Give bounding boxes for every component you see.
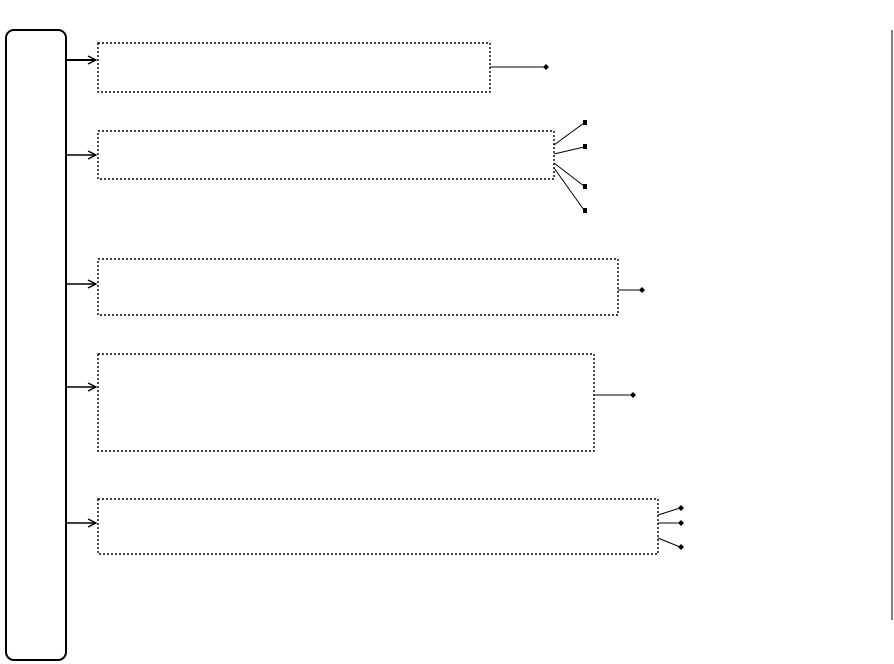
branch-diamond-4-1 — [630, 392, 636, 398]
node-box-2 — [97, 130, 555, 180]
branch-line-5-3 — [657, 537, 681, 548]
branch-diamond-5-2 — [678, 520, 684, 526]
branch-diamond-5-3 — [678, 544, 684, 550]
node-box-3 — [97, 258, 619, 316]
node-group-2 — [66, 120, 587, 213]
branch-marker-2-3 — [583, 184, 587, 189]
branch-line-2-2 — [553, 146, 585, 155]
branch-line-5-1 — [657, 507, 681, 516]
branch-diamond-1-1 — [543, 64, 549, 70]
branch-marker-2-4 — [583, 208, 587, 213]
node-group-3 — [66, 258, 645, 316]
branch-line-2-3 — [553, 162, 585, 187]
node-group-5 — [66, 498, 684, 555]
node-group-1 — [66, 42, 549, 93]
node-box-4 — [97, 353, 595, 452]
branch-diamond-5-1 — [678, 505, 684, 511]
node-group-4 — [66, 353, 636, 452]
branch-line-2-4 — [553, 167, 585, 211]
branch-line-2-1 — [553, 122, 585, 146]
branch-marker-2-1 — [583, 120, 587, 125]
branch-marker-2-2 — [583, 144, 587, 149]
node-box-5 — [97, 498, 659, 555]
node-box-1 — [97, 42, 491, 93]
root-box — [5, 29, 67, 661]
branch-diamond-3-1 — [639, 287, 645, 293]
